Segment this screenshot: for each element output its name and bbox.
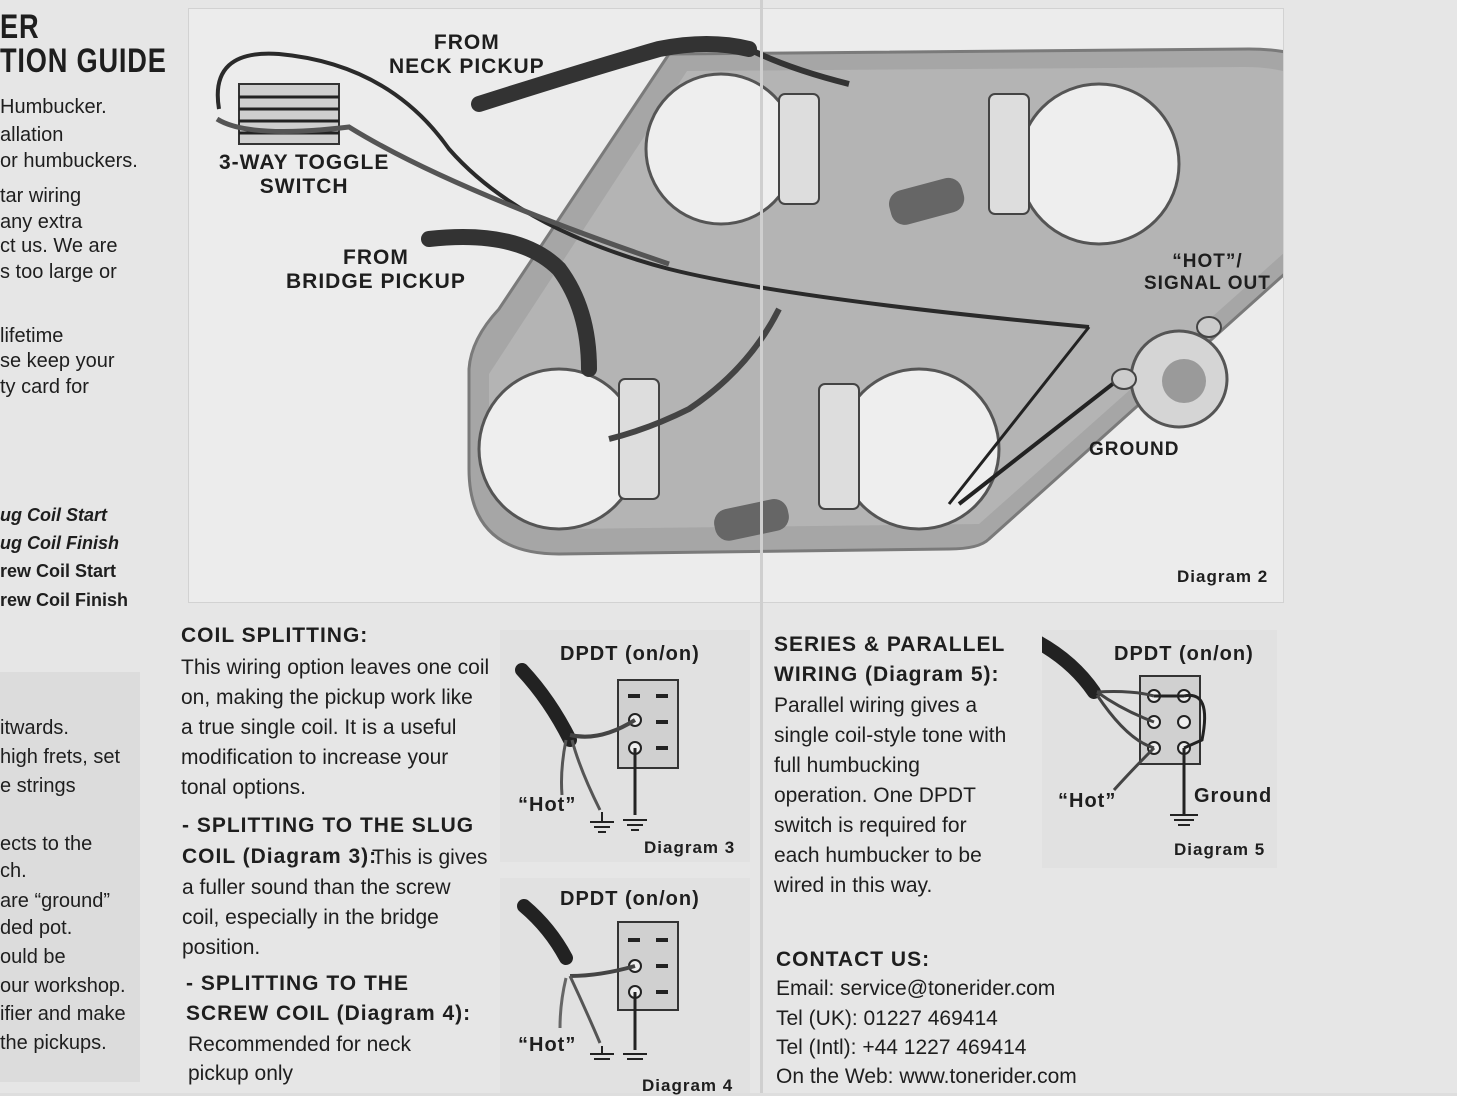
bottom-line: our workshop. xyxy=(0,975,126,997)
label-ground: GROUND xyxy=(1089,439,1180,460)
diagram-2-panel: FROM NECK PICKUP 3-WAY TOGGLE SWITCH FRO… xyxy=(188,8,1363,603)
label-line: BRIDGE PICKUP xyxy=(286,270,466,293)
label-line: FROM xyxy=(433,31,500,54)
label-line: FROM xyxy=(343,246,409,269)
pot-neck-tone xyxy=(1017,82,1181,246)
intro-line: ct us. We are xyxy=(0,235,118,257)
coil-splitting-body: on, making the pickup work like xyxy=(181,686,473,709)
coil-splitting-body: a true single coil. It is a useful xyxy=(181,716,457,739)
diagram-5-switch-label: DPDT (on/on) xyxy=(1114,643,1254,665)
contact-heading: CONTACT US: xyxy=(776,948,931,971)
diagram-5-panel: DPDT (on/on) “Hot” Ground Diagram 5 xyxy=(1027,630,1277,868)
pot-neck-volume xyxy=(644,72,798,226)
contact-email: Email: service@tonerider.com xyxy=(776,977,1056,1000)
contact-tel-intl: Tel (Intl): +44 1227 469414 xyxy=(776,1036,1027,1059)
slug-coil-body: coil, especially in the bridge xyxy=(182,906,439,929)
bottom-line: ded pot. xyxy=(0,917,73,939)
color-key-item: ug Coil Finish xyxy=(0,533,119,553)
series-parallel-body: wired in this way. xyxy=(774,874,933,897)
bottom-line: the pickups. xyxy=(0,1032,107,1054)
screw-coil-heading: - SPLITTING TO THE xyxy=(186,972,409,995)
screw-coil-heading: SCREW COIL (Diagram 4): xyxy=(186,1002,472,1025)
coil-splitting-heading: COIL SPLITTING: xyxy=(181,624,369,647)
color-key-item: rew Coil Finish xyxy=(0,590,129,610)
series-parallel-body: single coil-style tone with xyxy=(774,724,1007,747)
contact-web: On the Web: www.tonerider.com xyxy=(776,1065,1077,1088)
diagram-5-ground-label: Ground xyxy=(1194,785,1273,807)
slug-coil-heading: - SPLITTING TO THE SLUG xyxy=(182,814,475,837)
diagram-4-hot-label: “Hot” xyxy=(518,1034,577,1056)
bottom-line: itwards. xyxy=(0,717,69,739)
bottom-line: ould be xyxy=(0,946,66,968)
intro-line: Humbucker. xyxy=(0,96,107,118)
guide-title-line-2: TION GUIDE xyxy=(0,42,167,80)
diagram-3-hot-label: “Hot” xyxy=(518,794,577,816)
series-parallel-body: switch is required for xyxy=(774,814,967,837)
diagram-3-switch-label: DPDT (on/on) xyxy=(560,643,700,665)
diagram-3-panel: DPDT (on/on) “Hot” Diagram 3 xyxy=(500,630,750,862)
series-parallel-body: full humbucking xyxy=(774,754,920,777)
diagram-4-panel: DPDT (on/on) “Hot” Diagram 4 xyxy=(500,878,750,1095)
intro-line: s too large or xyxy=(0,261,117,283)
intro-line: tar wiring xyxy=(0,185,82,207)
label-line: SWITCH xyxy=(259,175,349,198)
series-parallel-body: Parallel wiring gives a xyxy=(774,694,978,717)
warranty-line: ty card for xyxy=(0,376,89,398)
label-line: NECK PICKUP xyxy=(389,55,545,78)
color-key-item: ug Coil Start xyxy=(0,505,107,525)
bottom-line: e strings xyxy=(0,775,76,797)
contact-tel-uk: Tel (UK): 01227 469414 xyxy=(776,1007,998,1030)
label-from-neck-pickup: FROM NECK PICKUP xyxy=(389,31,545,79)
pot-bridge-volume xyxy=(477,367,641,531)
intro-line: any extra xyxy=(0,211,83,233)
warranty-line: lifetime xyxy=(0,325,64,347)
slug-coil-heading: COIL (Diagram 3): xyxy=(182,845,378,868)
series-parallel-heading: WIRING (Diagram 5): xyxy=(774,663,1000,686)
series-parallel-body: each humbucker to be xyxy=(774,844,982,867)
guide-title-line-1: ER xyxy=(0,8,40,46)
capacitor xyxy=(889,177,965,225)
coil-splitting-body: This wiring option leaves one coil xyxy=(181,656,490,679)
left-column: ER TION GUIDE Humbucker. allation or hum… xyxy=(0,0,170,1093)
label-line: 3-WAY TOGGLE xyxy=(219,151,390,174)
warranty-line: se keep your xyxy=(0,350,115,372)
diagram-4-drawing xyxy=(517,899,679,1060)
diagram-5-caption: Diagram 5 xyxy=(1174,840,1266,859)
shaded-panel xyxy=(0,672,140,1082)
screw-coil-body: pickup only xyxy=(188,1062,294,1085)
paper-fold xyxy=(760,0,763,1093)
bottom-line: are “ground” xyxy=(0,890,111,912)
label-from-bridge-pickup: FROM BRIDGE PICKUP xyxy=(286,246,466,294)
diagram-5-hot-label: “Hot” xyxy=(1058,790,1117,812)
series-parallel-heading: SERIES & PARALLEL xyxy=(774,633,1006,656)
slug-coil-body: This is gives xyxy=(372,846,488,869)
slug-coil-body: position. xyxy=(182,936,261,959)
bottom-line: high frets, set xyxy=(0,746,121,768)
bottom-line: ects to the xyxy=(0,833,93,855)
label-toggle-switch: 3-WAY TOGGLE SWITCH xyxy=(219,151,389,199)
coil-splitting-body: modification to increase your xyxy=(181,746,449,769)
pot-bridge-tone xyxy=(837,367,1001,531)
diagram-3-drawing xyxy=(515,663,679,833)
series-parallel-body: operation. One DPDT xyxy=(774,784,976,807)
diagram-4-caption: Diagram 4 xyxy=(642,1076,734,1095)
toggle-switch-drawing xyxy=(238,83,340,145)
intro-line: allation xyxy=(0,124,64,146)
screw-coil-body: Recommended for neck xyxy=(188,1033,411,1056)
capacitor xyxy=(714,499,789,541)
label-hot-signal-out: “HOT”/ SIGNAL OUT xyxy=(1144,251,1271,295)
color-key-item: rew Coil Start xyxy=(0,561,117,581)
bottom-line: ifier and make xyxy=(0,1003,126,1025)
slug-coil-body: a fuller sound than the screw xyxy=(182,876,451,899)
coil-splitting-body: tonal options. xyxy=(181,776,306,799)
bottom-line: ch. xyxy=(0,860,27,882)
intro-line: or humbuckers. xyxy=(0,150,138,172)
diagram-2-caption: Diagram 2 xyxy=(1177,567,1269,586)
label-line: SIGNAL OUT xyxy=(1144,273,1271,294)
diagram-3-caption: Diagram 3 xyxy=(644,838,736,857)
diagram-4-switch-label: DPDT (on/on) xyxy=(560,888,700,910)
label-line: “HOT”/ xyxy=(1172,251,1243,272)
wiring-diagram-2 xyxy=(215,36,1363,556)
